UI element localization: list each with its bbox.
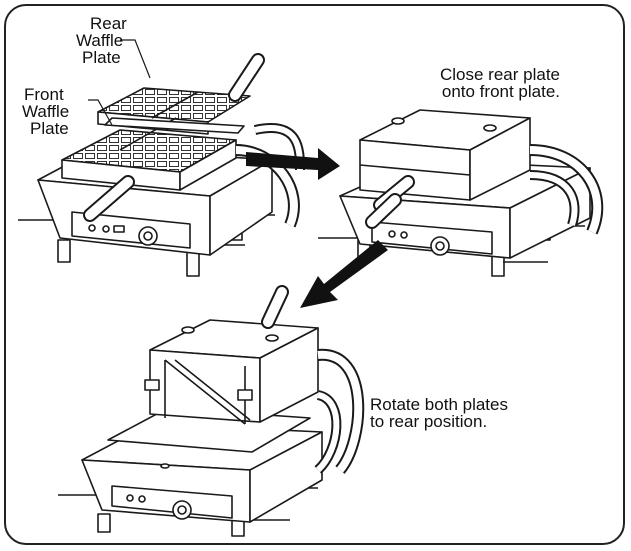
- label-leaders: [88, 39, 151, 126]
- diagram-frame: [4, 4, 625, 545]
- step-rotate-plates-label: Rotate both plates to rear position.: [370, 395, 508, 431]
- indicator-light: [102, 225, 110, 233]
- machine-closed-plates: [318, 109, 604, 277]
- foot: [231, 519, 245, 537]
- indicator-light: [388, 230, 396, 238]
- front-waffle-plate-label: Front Waffle Plate: [22, 85, 70, 138]
- plate-bolt: [265, 334, 279, 342]
- indicator-light: [126, 494, 134, 502]
- plate-bolt: [483, 124, 497, 132]
- arrow-down-left: [300, 240, 388, 308]
- foot: [57, 239, 71, 263]
- plate-bolt: [181, 326, 195, 334]
- step-close-plates-label: Close rear plate onto front plate.: [440, 65, 561, 101]
- indicator-light: [400, 231, 408, 239]
- indicator-light: [138, 495, 146, 503]
- plate-bolt: [391, 117, 405, 125]
- indicator-light: [88, 224, 96, 232]
- machine-rotated-plates: [58, 285, 365, 537]
- foot: [97, 513, 111, 533]
- base-side: [209, 159, 273, 256]
- foot: [186, 251, 200, 277]
- rear-waffle-plate-label: Rear Waffle Plate: [76, 14, 127, 67]
- machine-open-plates: [18, 53, 305, 277]
- arrow-right: [246, 148, 340, 180]
